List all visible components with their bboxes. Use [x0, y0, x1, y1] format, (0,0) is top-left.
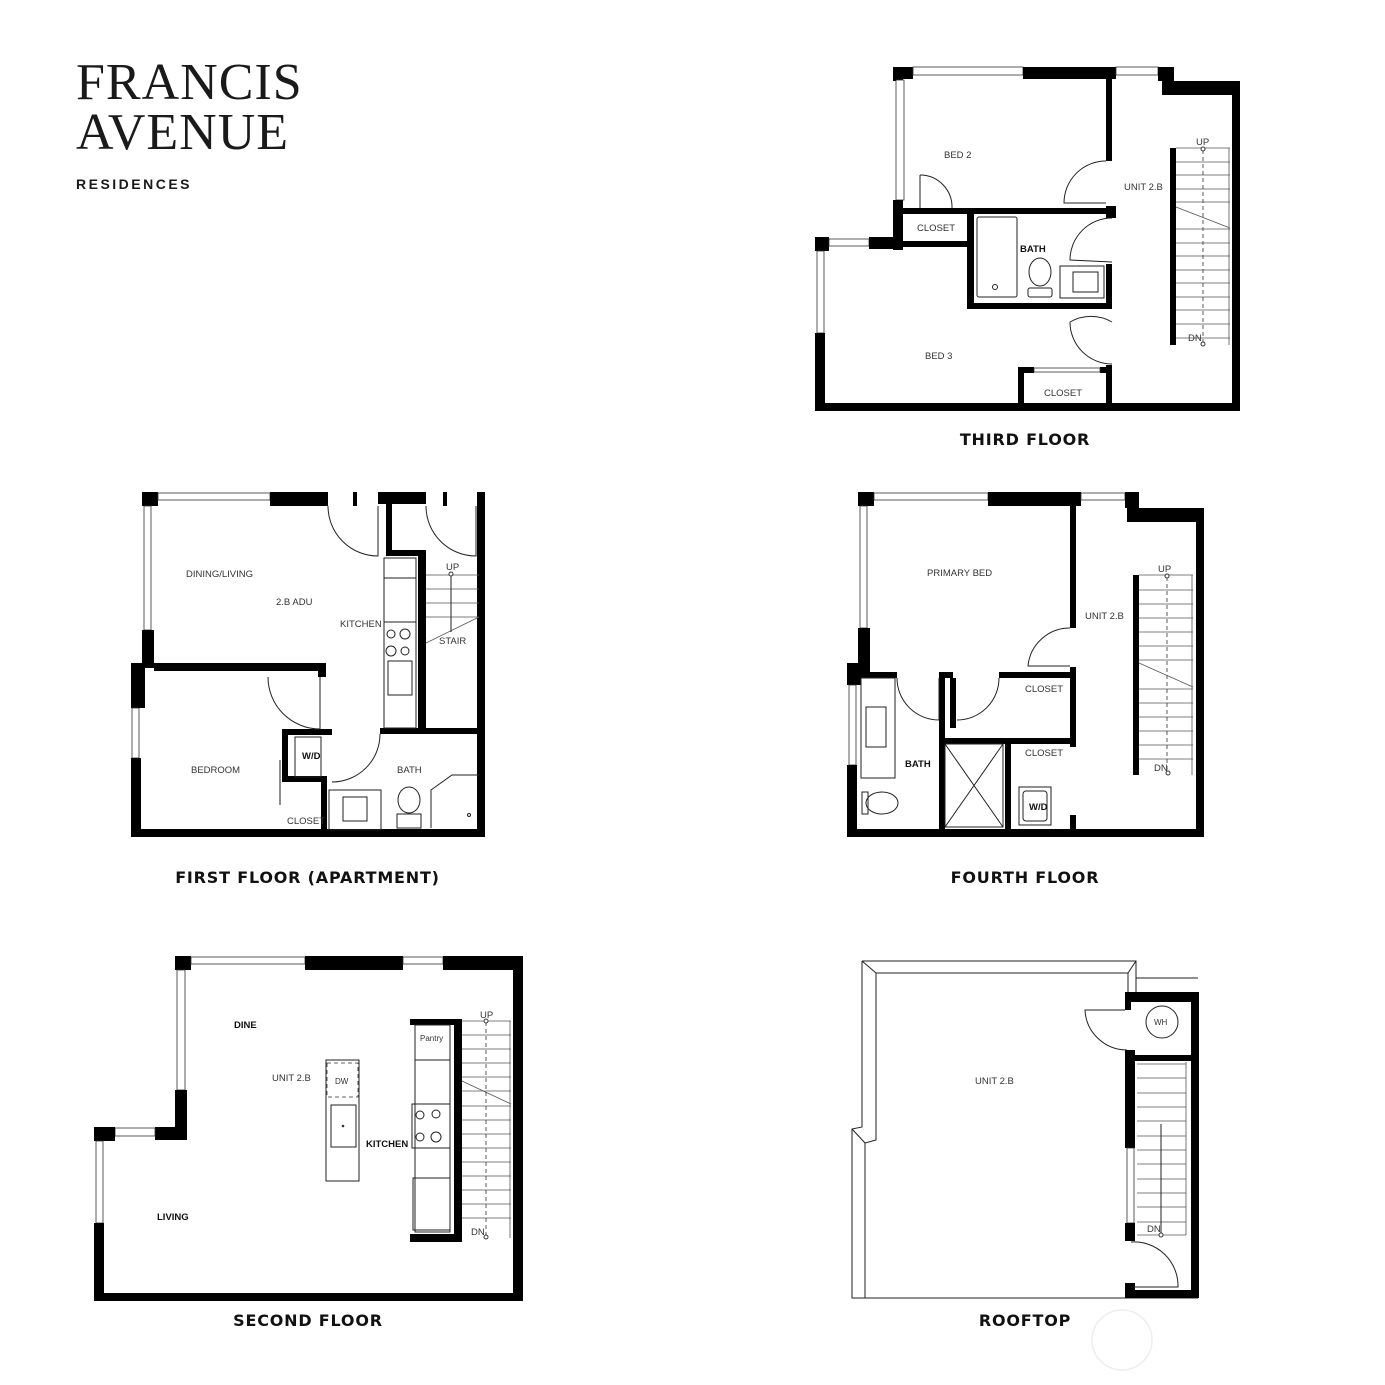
- room-label-dine: DINE: [234, 1020, 257, 1031]
- room-label-pantry: Pantry: [420, 1034, 443, 1043]
- room-label-bath: BATH: [1020, 244, 1046, 255]
- room-label-unit: 2.B ADU: [276, 597, 313, 608]
- room-label-kitchen: KITCHEN: [366, 1139, 408, 1150]
- stair-up-label: UP: [1196, 137, 1209, 148]
- room-label-unit: UNIT 2.B: [1085, 611, 1124, 622]
- stair-down-label: DN: [1188, 333, 1202, 344]
- caption-fourth-floor: FOURTH FLOOR: [950, 868, 1100, 887]
- caption-first-floor: FIRST FLOOR (APARTMENT): [175, 868, 440, 887]
- appliance-label-dw: DW: [335, 1077, 349, 1086]
- first-floor-plan: DINING/LIVING 2.B ADU KITCHEN UP STAIR B…: [131, 492, 485, 837]
- third-floor-plan: BED 2 UNIT 2.B CLOSET BATH BED 3 CLOSET …: [815, 66, 1240, 411]
- fourth-floor-plan: PRIMARY BED UNIT 2.B CLOSET CLOSET BATH …: [847, 492, 1204, 837]
- room-label-closet: CLOSET: [287, 816, 325, 827]
- appliance-label-wh: WH: [1154, 1018, 1168, 1027]
- room-label-wd: W/D: [302, 751, 321, 762]
- room-label-kitchen: KITCHEN: [340, 619, 382, 630]
- room-label-primary-bed: PRIMARY BED: [927, 568, 992, 579]
- room-label-closet: CLOSET: [1025, 748, 1063, 759]
- caption-rooftop: ROOFTOP: [978, 1311, 1072, 1330]
- room-label-stair: STAIR: [439, 636, 466, 647]
- room-label-unit: UNIT 2.B: [272, 1073, 311, 1084]
- room-label-closet: CLOSET: [1025, 684, 1063, 695]
- room-label-dining-living: DINING/LIVING: [186, 569, 253, 580]
- stair-down-label: DN: [1147, 1224, 1161, 1235]
- caption-third-floor: THIRD FLOOR: [959, 430, 1091, 449]
- brand-line-2: AVENUE: [76, 104, 290, 161]
- room-label-closet: CLOSET: [917, 223, 955, 234]
- room-label-wd: W/D: [1029, 802, 1048, 813]
- room-label-bedroom: BEDROOM: [191, 765, 240, 776]
- room-label-unit: UNIT 2.B: [975, 1076, 1014, 1087]
- room-label-bed-2: BED 2: [944, 150, 971, 161]
- room-label-living: LIVING: [157, 1212, 189, 1223]
- room-label-unit: UNIT 2.B: [1124, 182, 1163, 193]
- room-label-bath: BATH: [397, 765, 422, 776]
- room-label-bed-3: BED 3: [925, 351, 952, 362]
- caption-second-floor: SECOND FLOOR: [233, 1311, 383, 1330]
- stair-up-label: UP: [446, 562, 459, 573]
- room-label-bath: BATH: [905, 759, 931, 770]
- stair-up-label: UP: [480, 1010, 493, 1021]
- brand-logo: FRANCIS AVENUE RESIDENCES: [76, 54, 303, 193]
- brand-subtitle: RESIDENCES: [76, 176, 193, 192]
- stair-down-label: DN: [1154, 763, 1168, 774]
- stair-up-label: UP: [1158, 564, 1171, 575]
- room-label-closet: CLOSET: [1044, 388, 1082, 399]
- stair-down-label: DN: [471, 1227, 485, 1238]
- second-floor-plan: DINE UNIT 2.B DW Pantry KITCHEN LIVING U…: [94, 956, 523, 1301]
- brand-line-1: FRANCIS: [76, 54, 303, 111]
